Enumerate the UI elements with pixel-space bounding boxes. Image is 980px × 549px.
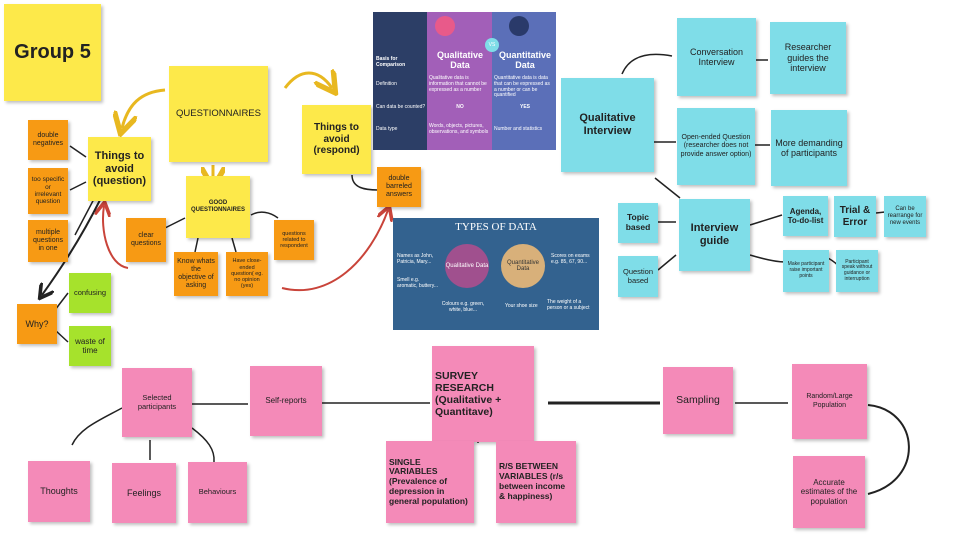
table-counted-no: NO [456,104,464,110]
interview-guide-note: Interview guide [679,199,750,271]
self-reports-note: Self-reports [250,366,322,436]
questions-related-note: questions related to respondent [274,220,314,260]
questionnaires-note: QUESTIONNAIRES [169,66,268,162]
feelings-note: Feelings [112,463,176,523]
table-qual-type: Words, objects, pictures, observations, … [429,123,489,135]
confusing-note: confusing [69,273,111,313]
participant-speak-note: Participant speak without guidance or in… [836,250,878,292]
accurate-estimates-note: Accurate estimates of the population [793,456,865,528]
example-names: Names as John, Patricia, Mary... [397,253,434,265]
sampling-note: Sampling [663,367,733,434]
table-qual-definition: Qualitative data is information that can… [429,75,487,93]
multiple-questions-note: multiple questions in one [28,220,68,262]
researcher-guides-note: Researcher guides the interview [770,22,846,94]
quantitative-circle: Quantitative Data [501,244,545,288]
double-negatives-note: double negatives [28,120,68,160]
close-ended-note: Have close-ended question( eg. no opinio… [226,252,268,296]
agenda-note: Agenda, To-do-list [783,196,828,236]
table-quant-definition: Quantitative data is data that can be ex… [494,75,550,99]
know-objective-note: Know whats the objective of asking [174,252,218,296]
too-specific-note: too specific or irrelevant question [28,168,68,214]
example-colours: Colours e.g. green, white, blue... [441,301,485,313]
make-participant-note: Make participant raise important points [783,250,829,292]
more-demanding-note: More demanding of participants [771,110,847,186]
waste-of-time-note: waste of time [69,326,111,366]
thoughts-note: Thoughts [28,461,90,522]
example-scores: Scores on exams e.g. 85, 67, 90... [551,253,590,265]
table-basis-label: Basis for Comparison [376,56,406,68]
example-shoe-size: Your shoe size [505,303,538,309]
table-data-type-label: Data type [376,126,398,132]
example-weight: The weight of a person or a subject [547,299,590,311]
open-ended-question-note: Open-ended Question (researcher does not… [677,108,755,185]
qualitative-circle: Qualitative Data [445,244,489,288]
table-quant-type: Number and statistics [494,126,543,132]
example-smell: Smell e.g. aromatic, buttery... [397,277,439,289]
qualitative-interview-note: Qualitative Interview [561,78,654,172]
qualitative-quantitative-table: VS Qualitative Data Quantitative Data Ba… [373,12,556,150]
topic-based-note: Topic based [618,203,658,243]
things-to-avoid-respond-note: Things to avoid (respond) [302,105,371,174]
selected-participants-note: Selected participants [122,368,192,437]
behaviours-note: Behaviours [188,462,247,523]
table-header-quantitative: Quantitative Data [498,50,551,71]
trial-error-note: Trial & Error [834,196,876,237]
table-header-qualitative: Qualitative Data [436,50,483,71]
brain-icon [435,16,455,36]
types-of-data-panel: TYPES OF DATA Qualitative Data Quantitat… [393,218,599,330]
conversation-interview-note: Conversation Interview [677,18,756,96]
random-large-population-note: Random/Large Population [792,364,867,439]
clear-questions-note: clear questions [126,218,166,262]
good-questionnaires-note: GOOD QUESTIONNAIRES [186,176,250,238]
table-counted-yes: YES [519,104,530,110]
rearrange-note: Can be rearrange for new events [884,196,926,237]
things-to-avoid-question-note: Things to avoid (question) [88,137,151,201]
rs-between-variables-note: R/S BETWEEN VARIABLES (r/s between incom… [496,441,576,523]
double-barreled-note: double barreled answers [377,167,421,207]
why-note: Why? [17,304,57,344]
survey-research-note: SURVEY RESEARCH (Qualitative + Quantitav… [432,346,534,442]
table-counted-label: Can data be counted? [376,104,426,110]
vs-badge: VS [485,38,499,52]
single-variables-note: SINGLE VARIABLES (Prevalence of depressi… [386,441,474,523]
head-icon [509,16,529,36]
table-definition-label: Definition [376,81,397,87]
types-of-data-title: TYPES OF DATA [455,221,537,233]
group-label: Group 5 [4,4,101,101]
question-based-note: Question based [618,256,658,297]
